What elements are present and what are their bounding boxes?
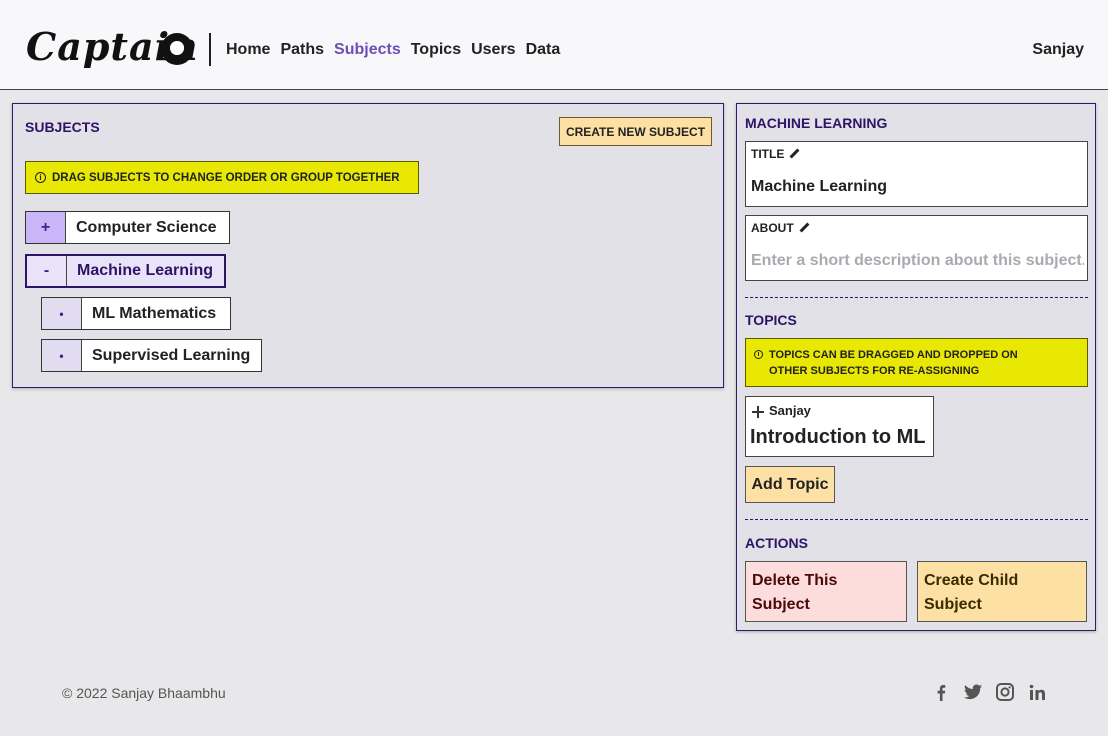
title-field[interactable]: TITLE Machine Learning <box>745 141 1088 207</box>
topic-name[interactable]: Introduction to ML <box>750 426 926 448</box>
about-placeholder[interactable]: Enter a short description about this sub… <box>751 252 1084 269</box>
about-field[interactable]: ABOUT Enter a short description about th… <box>745 215 1088 281</box>
subject-label[interactable]: Computer Science <box>76 218 217 236</box>
info-icon: i <box>754 350 763 359</box>
topic-author: Sanjay <box>769 403 811 418</box>
nav-paths[interactable]: Paths <box>280 41 325 58</box>
subject-item-computer-science[interactable]: + Computer Science <box>25 211 230 244</box>
bullet: • <box>42 298 82 329</box>
subject-item-machine-learning[interactable]: - Machine Learning <box>25 254 226 288</box>
info-icon: i <box>35 172 46 183</box>
topics-heading: TOPICS <box>745 312 797 328</box>
subject-label[interactable]: ML Mathematics <box>92 304 217 322</box>
drag-handle-icon[interactable] <box>752 406 764 418</box>
create-subject-button[interactable]: CREATE NEW SUBJECT <box>559 117 712 146</box>
nav-data[interactable]: Data <box>525 41 561 58</box>
twitter-icon[interactable] <box>964 683 982 701</box>
subjects-panel: SUBJECTS CREATE NEW SUBJECT i DRAG SUBJE… <box>12 103 724 388</box>
delete-line1: Delete This <box>752 572 838 589</box>
topics-hint-line1: TOPICS CAN BE DRAGGED AND DROPPED ON <box>769 349 1018 361</box>
add-topic-button[interactable]: Add Topic <box>745 466 835 503</box>
edit-icon[interactable] <box>789 149 799 159</box>
actions-heading: ACTIONS <box>745 535 808 551</box>
subject-item-ml-mathematics[interactable]: • ML Mathematics <box>41 297 231 330</box>
main-nav: Home Paths Subjects Topics Users Data <box>226 40 560 60</box>
subjects-title: SUBJECTS <box>25 119 100 135</box>
section-divider <box>745 297 1088 298</box>
edit-icon[interactable] <box>799 223 809 233</box>
copyright: © 2022 Sanjay Bhaambhu <box>62 685 226 701</box>
subject-label[interactable]: Machine Learning <box>77 262 214 279</box>
nav-topics[interactable]: Topics <box>410 41 462 58</box>
header-divider <box>209 33 211 66</box>
topics-hint-line2: OTHER SUBJECTS FOR RE-ASSIGNING <box>769 365 980 377</box>
child-line2: Subject <box>924 596 982 613</box>
section-divider <box>745 519 1088 520</box>
delete-line2: Subject <box>752 596 810 613</box>
facebook-icon[interactable] <box>932 683 950 701</box>
nav-subjects[interactable]: Subjects <box>334 41 401 58</box>
user-menu[interactable]: Sanjay <box>1032 41 1084 58</box>
title-label: TITLE <box>751 147 799 161</box>
about-label: ABOUT <box>751 221 809 235</box>
drag-hint: i DRAG SUBJECTS TO CHANGE ORDER OR GROUP… <box>25 161 419 194</box>
social-links <box>932 683 1046 701</box>
topics-hint: i TOPICS CAN BE DRAGGED AND DROPPED ON O… <box>745 338 1088 387</box>
collapse-button[interactable]: - <box>27 256 67 286</box>
create-child-subject-button[interactable]: Create Child Subject <box>917 561 1087 622</box>
bullet: • <box>42 340 82 371</box>
child-line1: Create Child <box>924 572 1019 589</box>
delete-subject-button[interactable]: Delete This Subject <box>745 561 907 622</box>
detail-title: MACHINE LEARNING <box>745 115 888 131</box>
topic-card[interactable]: Sanjay Introduction to ML <box>745 396 934 457</box>
top-header: Captain Home Paths Subjects Topics Users… <box>0 0 1108 90</box>
theme-toggle-icon[interactable] <box>161 33 193 65</box>
title-value[interactable]: Machine Learning <box>751 178 888 195</box>
linkedin-icon[interactable] <box>1028 683 1046 701</box>
instagram-icon[interactable] <box>996 683 1014 701</box>
nav-home[interactable]: Home <box>226 41 271 58</box>
subject-detail-panel: MACHINE LEARNING TITLE Machine Learning … <box>736 103 1096 631</box>
nav-users[interactable]: Users <box>471 41 516 58</box>
subject-label[interactable]: Supervised Learning <box>92 346 251 364</box>
subject-item-supervised-learning[interactable]: • Supervised Learning <box>41 339 262 372</box>
expand-button[interactable]: + <box>26 212 66 243</box>
drag-hint-text: DRAG SUBJECTS TO CHANGE ORDER OR GROUP T… <box>52 171 400 184</box>
